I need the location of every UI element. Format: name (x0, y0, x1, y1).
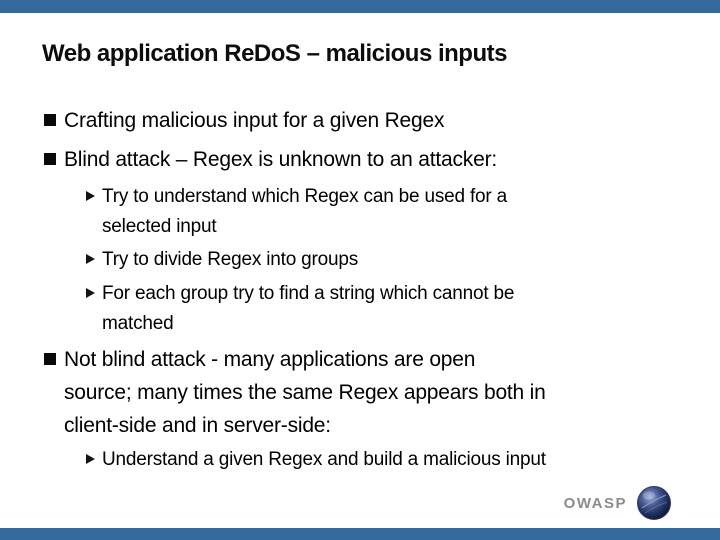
square-bullet-icon (44, 114, 56, 126)
bullet-text-line: Blind attack – Regex is unknown to an at… (64, 148, 498, 171)
square-bullet-icon (44, 353, 56, 365)
bullet-text-line: Try to divide Regex into groups (102, 249, 359, 270)
bullet-text-line: Understand a given Regex and build a mal… (102, 449, 546, 470)
globe-icon (637, 486, 671, 520)
sub-bullet-item: For each group try to find a string whic… (44, 279, 710, 339)
bullet-text-line: source; many times the same Regex appear… (64, 381, 546, 404)
bullet-item: Crafting malicious input for a given Reg… (44, 104, 710, 137)
slide-title: Web application ReDoS – malicious inputs (42, 40, 507, 67)
footer: OWASP (564, 485, 672, 521)
arrow-bullet-icon (86, 454, 95, 464)
sub-bullet-item: Understand a given Regex and build a mal… (44, 445, 710, 475)
bullet-item: Blind attack – Regex is unknown to an at… (44, 143, 710, 176)
bullet-text-line: For each group try to find a string whic… (102, 283, 515, 304)
sub-bullet-item: Try to understand which Regex can be use… (44, 182, 710, 242)
arrow-bullet-icon (86, 288, 95, 298)
bullet-text-line: Crafting malicious input for a given Reg… (64, 109, 445, 132)
bullet-text-line: Not blind attack - many applications are… (64, 348, 476, 371)
arrow-bullet-icon (86, 191, 95, 201)
sub-bullet-item: Try to divide Regex into groups (44, 245, 710, 275)
owasp-wordmark: OWASP (563, 494, 627, 512)
bullet-list: Crafting malicious input for a given Reg… (44, 104, 710, 475)
top-accent-bar (0, 0, 720, 13)
arrow-bullet-icon (86, 254, 95, 264)
bullet-text-line: selected input (102, 216, 217, 237)
bottom-accent-bar (0, 528, 720, 540)
bullet-item: Not blind attack - many applications are… (44, 343, 710, 442)
bullet-text-line: matched (102, 313, 174, 334)
square-bullet-icon (44, 153, 56, 165)
bullet-text-line: client-side and in server-side: (64, 414, 331, 437)
bullet-text-line: Try to understand which Regex can be use… (102, 186, 507, 207)
